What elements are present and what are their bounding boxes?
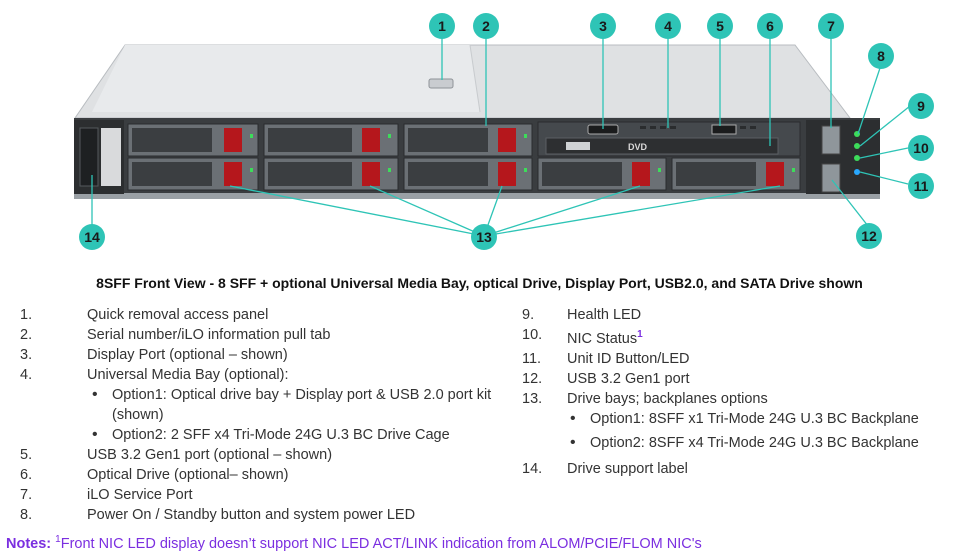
list-item: 12.USB 3.2 Gen1 port (522, 370, 690, 387)
list-item: 4.Universal Media Bay (optional): (20, 367, 289, 383)
footnote-text: Front NIC LED display doesn’t support NI… (60, 535, 702, 552)
callout-7: 7 (818, 13, 844, 39)
callout-3: 3 (590, 13, 616, 39)
bullet-icon: • (92, 426, 98, 443)
notes-label: Notes: (6, 535, 52, 552)
sub-list-item: •Option2: 8SFF x4 Tri-Mode 24G U.3 BC Ba… (570, 433, 919, 451)
optical-drive (545, 137, 779, 155)
footnote: Notes: 1Front NIC LED display doesn’t su… (6, 534, 702, 552)
list-item: 9.Health LED (522, 307, 642, 323)
callout-8: 8 (868, 43, 894, 69)
callout-9: 9 (908, 93, 934, 119)
svg-text:12: 12 (861, 228, 877, 244)
list-item: 7.iLO Service Port (20, 487, 193, 503)
svg-text:5: 5 (716, 18, 724, 34)
callout-5: 5 (707, 13, 733, 39)
svg-text:4: 4 (664, 18, 672, 34)
component-list-left: 1.Quick removal access panel 2.Serial nu… (20, 305, 525, 525)
footnote-marker: 1 (637, 329, 643, 340)
list-item: 1.Quick removal access panel (20, 307, 269, 323)
list-item: 10.NIC Status1 (522, 327, 643, 347)
svg-text:8: 8 (877, 48, 885, 64)
sub-list-item: •Option1: Optical drive bay + Display po… (92, 386, 492, 423)
list-item: 14.Drive support label (522, 460, 688, 477)
svg-text:9: 9 (917, 98, 925, 114)
right-rack-ear (806, 120, 880, 194)
sub-list-item: •Option2: 2 SFF x4 Tri-Mode 24G U.3 BC D… (92, 426, 450, 443)
callout-10: 10 (908, 135, 934, 161)
callout-11: 11 (908, 173, 934, 199)
list-item: 6.Optical Drive (optional– shown) (20, 467, 289, 483)
sub-list-item: •Option1: 8SFF x1 Tri-Mode 24G U.3 BC Ba… (570, 409, 919, 427)
svg-text:11: 11 (914, 178, 929, 194)
server-front-view-diagram: DVD 1 2 3 4 5 6 7 8 9 10 (74, 13, 934, 250)
svg-text:3: 3 (599, 18, 607, 34)
svg-text:7: 7 (827, 18, 835, 34)
figure-caption: 8SFF Front View - 8 SFF + optional Unive… (96, 275, 863, 291)
bullet-icon: • (570, 409, 576, 427)
svg-text:10: 10 (913, 140, 929, 156)
bullet-icon: • (570, 433, 576, 451)
list-item: 2.Serial number/iLO information pull tab (20, 327, 331, 343)
callout-13: 13 (471, 224, 497, 250)
quick-removal-latch (428, 78, 454, 89)
svg-text:2: 2 (482, 18, 490, 34)
svg-text:14: 14 (84, 229, 100, 245)
health-led (854, 143, 860, 149)
list-item: 8.Power On / Standby button and system p… (20, 507, 416, 523)
list-item: 3.Display Port (optional – shown) (20, 347, 288, 363)
dvd-logo: DVD (628, 142, 648, 152)
component-list-right: 9.Health LED 10.NIC Status1 11.Unit ID B… (522, 305, 942, 479)
usb-front-port (711, 124, 737, 135)
ilo-service-port (821, 125, 841, 155)
callout-12: 12 (856, 223, 882, 249)
nic-led (854, 155, 860, 161)
list-item: 5.USB 3.2 Gen1 port (optional – shown) (20, 447, 333, 463)
svg-text:6: 6 (766, 18, 774, 34)
list-item: 11.Unit ID Button/LED (522, 350, 690, 367)
svg-text:13: 13 (476, 229, 492, 245)
callout-6: 6 (757, 13, 783, 39)
callout-4: 4 (655, 13, 681, 39)
svg-text:1: 1 (438, 18, 446, 34)
callout-1: 1 (429, 13, 455, 39)
bullet-icon: • (92, 386, 98, 403)
uid-led (854, 169, 860, 175)
callout-2: 2 (473, 13, 499, 39)
callout-14: 14 (79, 224, 105, 250)
list-item: 13.Drive bays; backplanes options (522, 390, 768, 407)
drive-support-label (101, 128, 121, 186)
footnote-number: 1 (55, 534, 61, 545)
access-panel (92, 45, 480, 112)
